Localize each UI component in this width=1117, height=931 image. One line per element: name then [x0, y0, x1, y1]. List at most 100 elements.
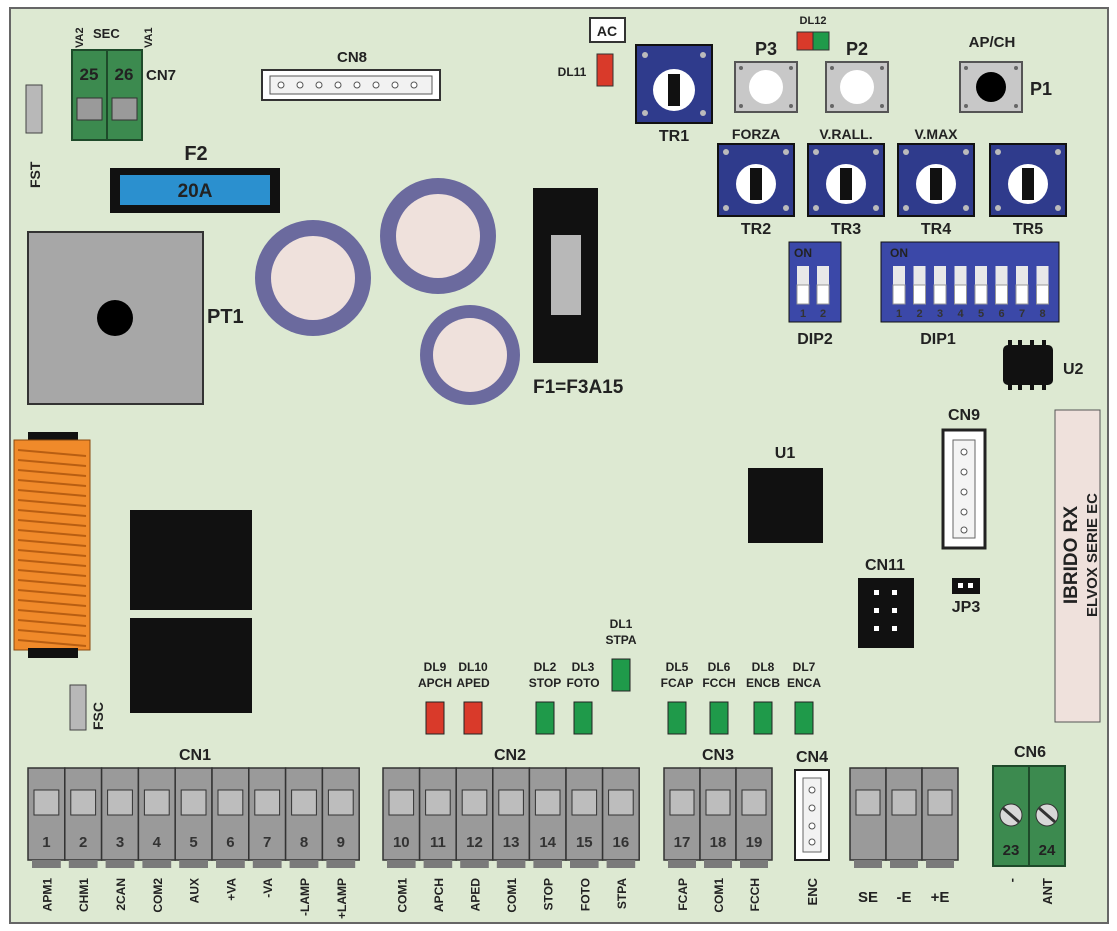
cn5-terminal[interactable]: +E [921, 767, 959, 906]
p1-label: P1 [1030, 79, 1052, 99]
p3-label: P3 [755, 39, 777, 59]
coil-winding [17, 619, 87, 627]
va1-label: VA1 [143, 27, 155, 48]
cn1-terminal-number: 5 [189, 834, 197, 851]
tr5-label: TR5 [1013, 221, 1043, 238]
cn9-label: CN9 [948, 407, 980, 424]
tr4-label: TR4 [921, 221, 951, 238]
dl6-led [709, 701, 729, 735]
cn1-terminal[interactable]: 9+LAMP [321, 767, 360, 919]
cn6-terminal-24-name: ANT [1040, 878, 1055, 905]
cn7-label: CN7 [146, 67, 176, 84]
dl7-led [794, 701, 814, 735]
dip1-switch-7: 7 [1019, 308, 1025, 320]
cn7-terminal-26: 26 [115, 65, 134, 84]
f2-fuse: 20A [110, 168, 280, 213]
dl11-label: DL11 [558, 65, 587, 79]
dip1-lever-knob-8 [1036, 284, 1049, 305]
cn1-terminal[interactable]: 8-LAMP [284, 767, 324, 916]
tr5-trimmer[interactable] [989, 143, 1067, 217]
cn2-terminal-name: APCH [432, 878, 446, 912]
cn5-terminal-name: -E [897, 889, 912, 906]
tr1-trimmer[interactable] [635, 44, 713, 124]
coil-winding [17, 589, 87, 597]
dip1-switch-8: 8 [1039, 308, 1045, 320]
coil-winding [17, 529, 87, 537]
cn1-terminal-name: 2CAN [114, 878, 128, 911]
tr2-trimmer[interactable] [717, 143, 795, 217]
dip2-on: ON [794, 246, 812, 260]
cn2-terminal-name: STOP [542, 878, 556, 910]
cn7-terminal-25: 25 [80, 65, 99, 84]
p2-label: P2 [846, 39, 868, 59]
dl10-label: DL10 [458, 660, 488, 674]
dl1-function: STPA [605, 633, 636, 647]
cn2-terminal-name: FOTO [578, 878, 592, 911]
coil-winding [17, 639, 87, 647]
coil-winding [17, 469, 87, 477]
cn2-terminal-number: 15 [576, 834, 593, 851]
cn7-terminal-block: 25 26 [71, 49, 143, 141]
tr2-caption: FORZA [732, 126, 780, 142]
dip1-switch-5: 5 [978, 308, 984, 320]
dip1-lever-knob-5 [974, 284, 988, 305]
fsc-label: FSC [90, 702, 106, 730]
cn1-terminal[interactable]: 7-VA [248, 767, 287, 898]
cn1-terminal-name: -VA [261, 878, 275, 898]
cn6-terminal-24: 24 [1039, 842, 1056, 859]
p3-button[interactable] [734, 61, 798, 113]
dip1-lever-knob-3 [933, 284, 947, 305]
p2-button[interactable] [825, 61, 889, 113]
dip1-on: ON [890, 246, 908, 260]
cn1-terminal-number: 1 [42, 834, 50, 851]
coil-winding [17, 569, 87, 577]
cn5-terminal[interactable]: SE [849, 767, 887, 906]
dip1-lever-knob-1 [892, 284, 906, 305]
dl2-led [535, 701, 555, 735]
cn1-terminal-name: +VA [224, 878, 238, 901]
p1-button[interactable] [959, 61, 1023, 113]
dl8-function: ENCB [746, 676, 780, 690]
tr4-trimmer[interactable] [897, 143, 975, 217]
dip2-switch[interactable]: ON 1 2 [788, 241, 842, 323]
dip2-switch-2: 2 [820, 308, 826, 320]
dl3-function: FOTO [566, 676, 599, 690]
cn5-terminal[interactable]: -E [885, 767, 923, 906]
jp3-jumper[interactable] [952, 578, 980, 594]
fsc-jumper [69, 684, 87, 731]
dip1-switch-1: 1 [896, 308, 902, 320]
dip1-label: DIP1 [920, 331, 956, 348]
board-title: IBRIDO RX [1061, 506, 1082, 605]
dl1-label: DL1 [610, 617, 633, 631]
tr3-trimmer[interactable] [807, 143, 885, 217]
dip1-lever-knob-6 [995, 284, 1008, 305]
cn8-connector [261, 69, 441, 101]
dip1-lever-knob-7 [1015, 284, 1029, 305]
dl5-label: DL5 [666, 660, 689, 674]
cn1-terminal-number: 9 [337, 834, 345, 851]
dip1-switch-2: 2 [916, 308, 922, 320]
dl8-led [753, 701, 773, 735]
cn3-label: CN3 [702, 747, 734, 764]
relay-1 [130, 510, 252, 610]
cn3-terminal-name: COM1 [712, 878, 726, 913]
dl5-function: FCAP [661, 676, 694, 690]
coil-winding [17, 479, 87, 487]
board-label-plate [1054, 409, 1101, 723]
